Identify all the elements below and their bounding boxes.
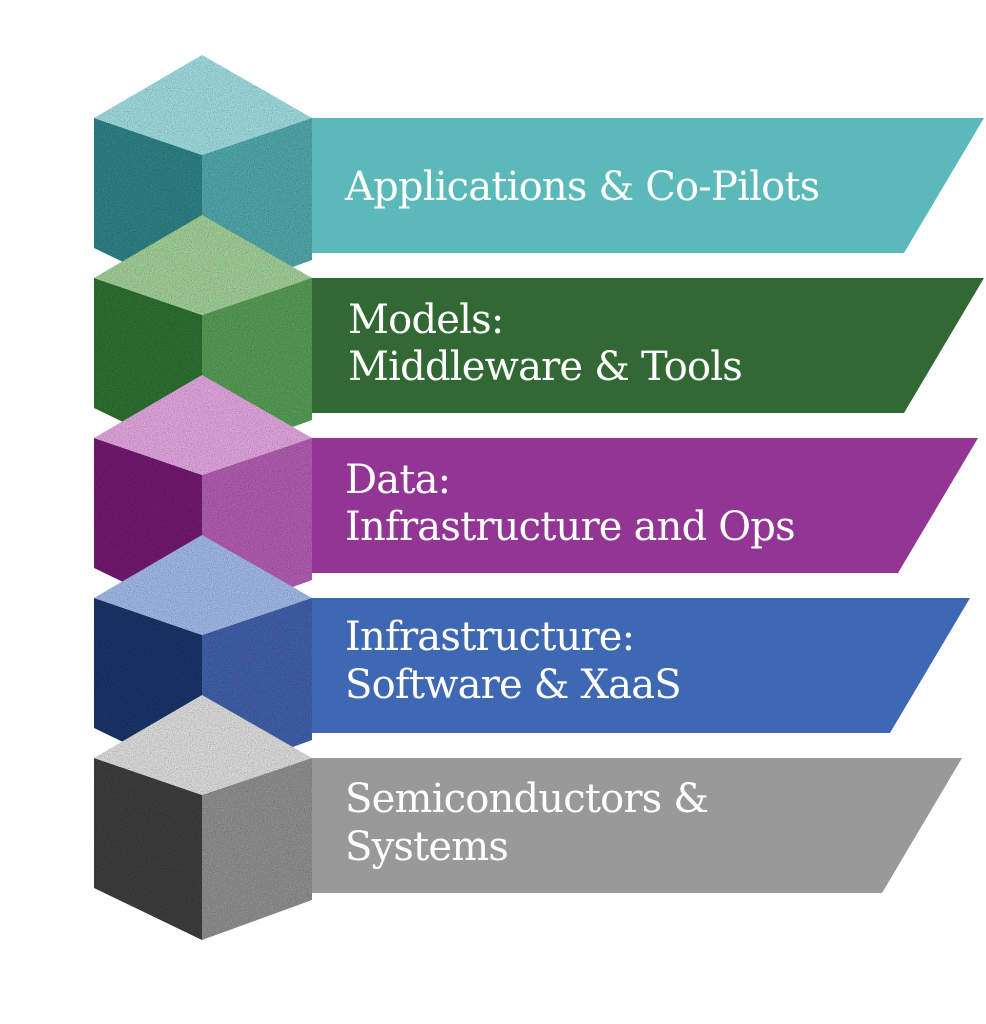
cube-top-face [94,535,312,635]
label-line: Middleware & Tools [348,344,742,390]
stack-layer: Applications & Co-Pilots [94,55,984,300]
layer-banner [300,438,978,573]
layer-label: Models: Middleware & Tools [348,297,742,390]
layer-label: Applications & Co-Pilots [344,164,819,210]
layer-banner [300,118,984,253]
stack-layer: Semiconductors & Systems [94,695,962,940]
layer-label: Semiconductors & Systems [345,776,720,870]
label-line: Data: [345,457,450,503]
layer-label: Data: Infrastructure and Ops [345,457,795,550]
cube-top-face [94,375,312,475]
cube-left-face [94,758,202,940]
label-line: Models: [348,297,504,343]
cube-top-face [94,695,312,795]
cube-top-face [94,215,312,315]
label-line: Semiconductors & [345,776,708,822]
label-line: Applications & Co-Pilots [344,164,819,210]
label-line: Software & XaaS [345,662,681,708]
label-line: Infrastructure and Ops [345,504,795,550]
layer-label: Infrastructure: Software & XaaS [345,614,681,708]
layer-banner [300,278,984,413]
cube-top-face [94,55,312,155]
stack-layer: Data: Infrastructure and Ops [94,375,978,620]
cube-right-face [202,758,312,940]
layer-banner [300,758,962,893]
layer-banner [300,598,970,733]
label-line: Systems [345,824,508,870]
label-line: Infrastructure: [345,614,634,660]
